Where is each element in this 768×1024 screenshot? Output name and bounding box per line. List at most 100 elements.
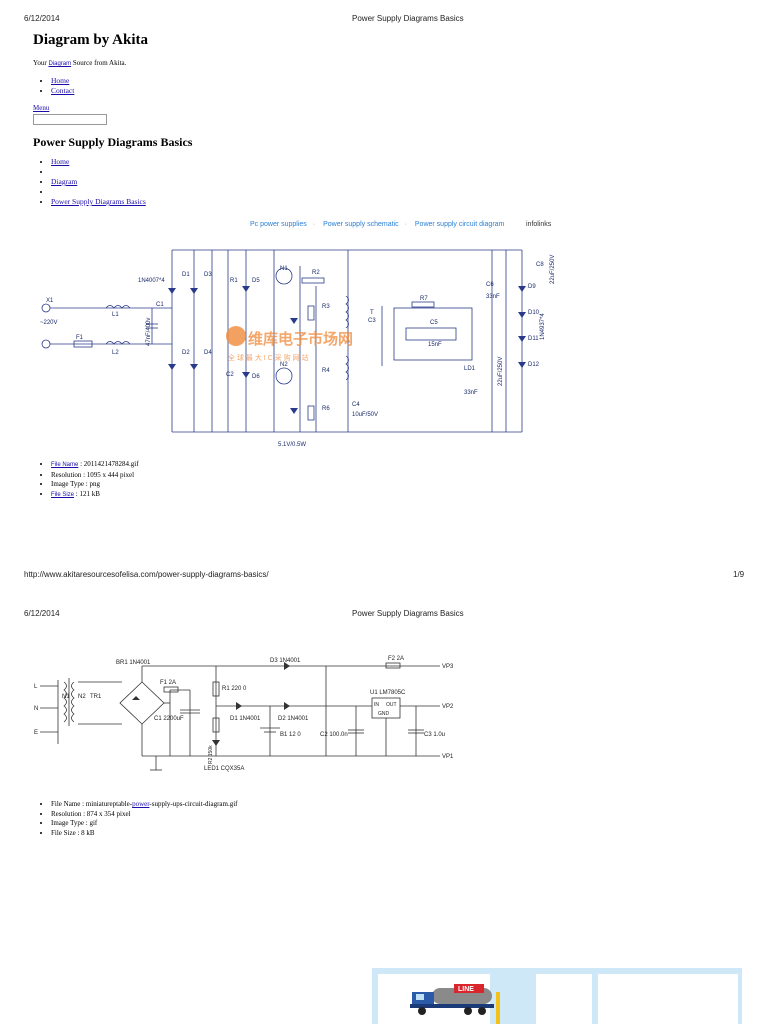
label-d2: D2 (182, 350, 190, 356)
ad-yellow-bar (496, 992, 500, 1024)
print-title: Power Supply Diagrams Basics (352, 14, 464, 23)
c2-label-d1: D1 1N4001 (230, 716, 261, 722)
circuit-diagram-2: BR1 1N4001 D3 1N4001 F2 2A F1 2A R1 220 … (34, 656, 454, 772)
c2-label-u1: U1 LM7805C (370, 690, 406, 696)
ad-banner[interactable]: LINE (372, 968, 742, 1024)
label-n1: N1 (280, 266, 288, 272)
ad-panel-2 (536, 974, 592, 1024)
image2-resolution: Resolution : 874 x 354 pixel (51, 810, 237, 820)
label-c2: C2 (226, 372, 234, 378)
label-diode-right: 1N4937*4 (540, 313, 546, 340)
label-ld1: LD1 (464, 366, 476, 372)
c2-label-d3: D3 1N4001 (270, 658, 301, 664)
c2-label-in: IN (374, 702, 379, 708)
file-name-power-link[interactable]: power (132, 800, 150, 808)
ad-panel-3 (598, 974, 738, 1024)
label-d11: D11 (528, 336, 539, 342)
menu-link[interactable]: Menu (33, 104, 50, 112)
c2-label-vp1: VP1 (442, 754, 454, 760)
nav-item-home: Home (51, 76, 74, 86)
nav-link-home[interactable]: Home (51, 76, 70, 85)
footer-url: http://www.akitaresourcesofelisa.com/pow… (24, 570, 269, 579)
label-c4: C4 (352, 402, 360, 408)
c2-label-out: OUT (386, 702, 397, 708)
menu-select[interactable] (33, 114, 107, 125)
post-title: Power Supply Diagrams Basics (33, 135, 193, 149)
nav-link-contact[interactable]: Contact (51, 86, 75, 95)
truck-line-text: LINE (458, 986, 474, 993)
label-cap-right: 22uF/250V (550, 255, 556, 284)
image2-file-size: File Size : 8 kB (51, 829, 237, 839)
label-d5: D5 (252, 278, 260, 284)
ad-links-bar: Pc power supplies· Power supply schemati… (250, 221, 505, 228)
label-c7-value: 33nF (464, 390, 478, 396)
breadcrumb-current[interactable]: Power Supply Diagrams Basics (51, 197, 146, 206)
label-c3: C3 (368, 318, 376, 324)
label-r1: R1 (230, 278, 238, 284)
image1-file-name: File Name : 2011421478284.gif (51, 460, 139, 471)
c2-label-b1: B1 12 0 (280, 732, 301, 738)
breadcrumb-item: Diagram (51, 177, 146, 187)
label-r3: R3 (322, 304, 330, 310)
print-date-2: 6/12/2014 (24, 609, 60, 618)
c2-label-f2: F2 2A (388, 656, 404, 662)
file-name-link[interactable]: File Name (51, 462, 79, 468)
c2-label-r2: R2 150k (208, 745, 214, 764)
label-t: T (370, 310, 374, 316)
c2-label-c1: C1 2200uF (154, 716, 184, 722)
label-d12: D12 (528, 362, 540, 368)
image1-type: Image Type : png (51, 480, 139, 490)
ad-link-psu-schematic[interactable]: Power supply schematic (323, 221, 399, 228)
label-220v: ~220V (40, 320, 58, 326)
c2-label-c3: C3 1.0u (424, 732, 445, 738)
nav-item-contact: Contact (51, 86, 74, 96)
breadcrumb-diagram[interactable]: Diagram (51, 177, 78, 186)
image1-file-size: File Size : 121 kB (51, 490, 139, 501)
file-size-link[interactable]: File Size (51, 491, 75, 498)
c2-label-gnd: GND (378, 711, 390, 717)
label-cap1: 47nF/400v (146, 318, 152, 346)
c2-label-f1: F1 2A (160, 680, 176, 686)
breadcrumb-item: Power Supply Diagrams Basics (51, 197, 146, 207)
label-x1: X1 (46, 298, 54, 304)
footer-page-number: 1/9 (733, 570, 745, 579)
label-d10: D10 (528, 310, 540, 316)
label-r4: R4 (322, 368, 330, 374)
tagline-diagram-link[interactable]: Diagram (48, 61, 72, 67)
label-d3: D3 (204, 272, 212, 278)
tagline: Your Diagram Source from Akita. (33, 59, 127, 67)
c2-label-vp3: VP3 (442, 664, 454, 670)
image2-info: File Name : miniatureptable-power-supply… (33, 800, 237, 838)
c2-label-n1: N1 (62, 694, 70, 700)
image2-file-name: File Name : miniatureptable-power-supply… (51, 800, 237, 810)
top-nav: Home Contact (33, 76, 74, 96)
image1-resolution: Resolution : 1095 x 444 pixel (51, 471, 139, 481)
image2-type: Image Type : gif (51, 819, 237, 829)
label-c6: C6 (486, 282, 494, 288)
breadcrumb-item (51, 167, 146, 177)
image1-info: File Name : 2011421478284.gif Resolution… (33, 460, 139, 500)
ad-link-psu-circuit[interactable]: Power supply circuit diagram (414, 221, 505, 228)
c2-label-vp2: VP2 (442, 704, 454, 710)
label-l1: L1 (112, 312, 119, 318)
label-c5: C5 (430, 320, 438, 326)
label-cap-mid: 22uF/250V (498, 357, 504, 386)
label-r6: R6 (322, 406, 330, 412)
label-r2: R2 (312, 270, 320, 276)
c2-label-n2: N2 (78, 694, 86, 700)
label-d4: D4 (204, 350, 212, 356)
label-zener: 5.1V/0.5W (278, 442, 306, 448)
breadcrumb-item: Home (51, 157, 146, 167)
watermark-title: 维库电子市场网 (248, 330, 353, 348)
breadcrumb-home[interactable]: Home (51, 157, 70, 166)
c2-label-br1: BR1 1N4001 (116, 660, 151, 666)
watermark-subtitle: 全 球 最 大 I C 采 购 网 站 (228, 353, 309, 362)
c2-label-tr1: TR1 (90, 694, 102, 700)
label-f1: F1 (76, 335, 84, 341)
c2-label-d2: D2 1N4001 (278, 716, 309, 722)
ad-link-pc-power[interactable]: Pc power supplies (250, 221, 307, 228)
label-d6: D6 (252, 374, 260, 380)
label-r7: R7 (420, 296, 428, 302)
label-c6-value: 33nF (486, 294, 500, 300)
label-l2: L2 (112, 350, 119, 356)
